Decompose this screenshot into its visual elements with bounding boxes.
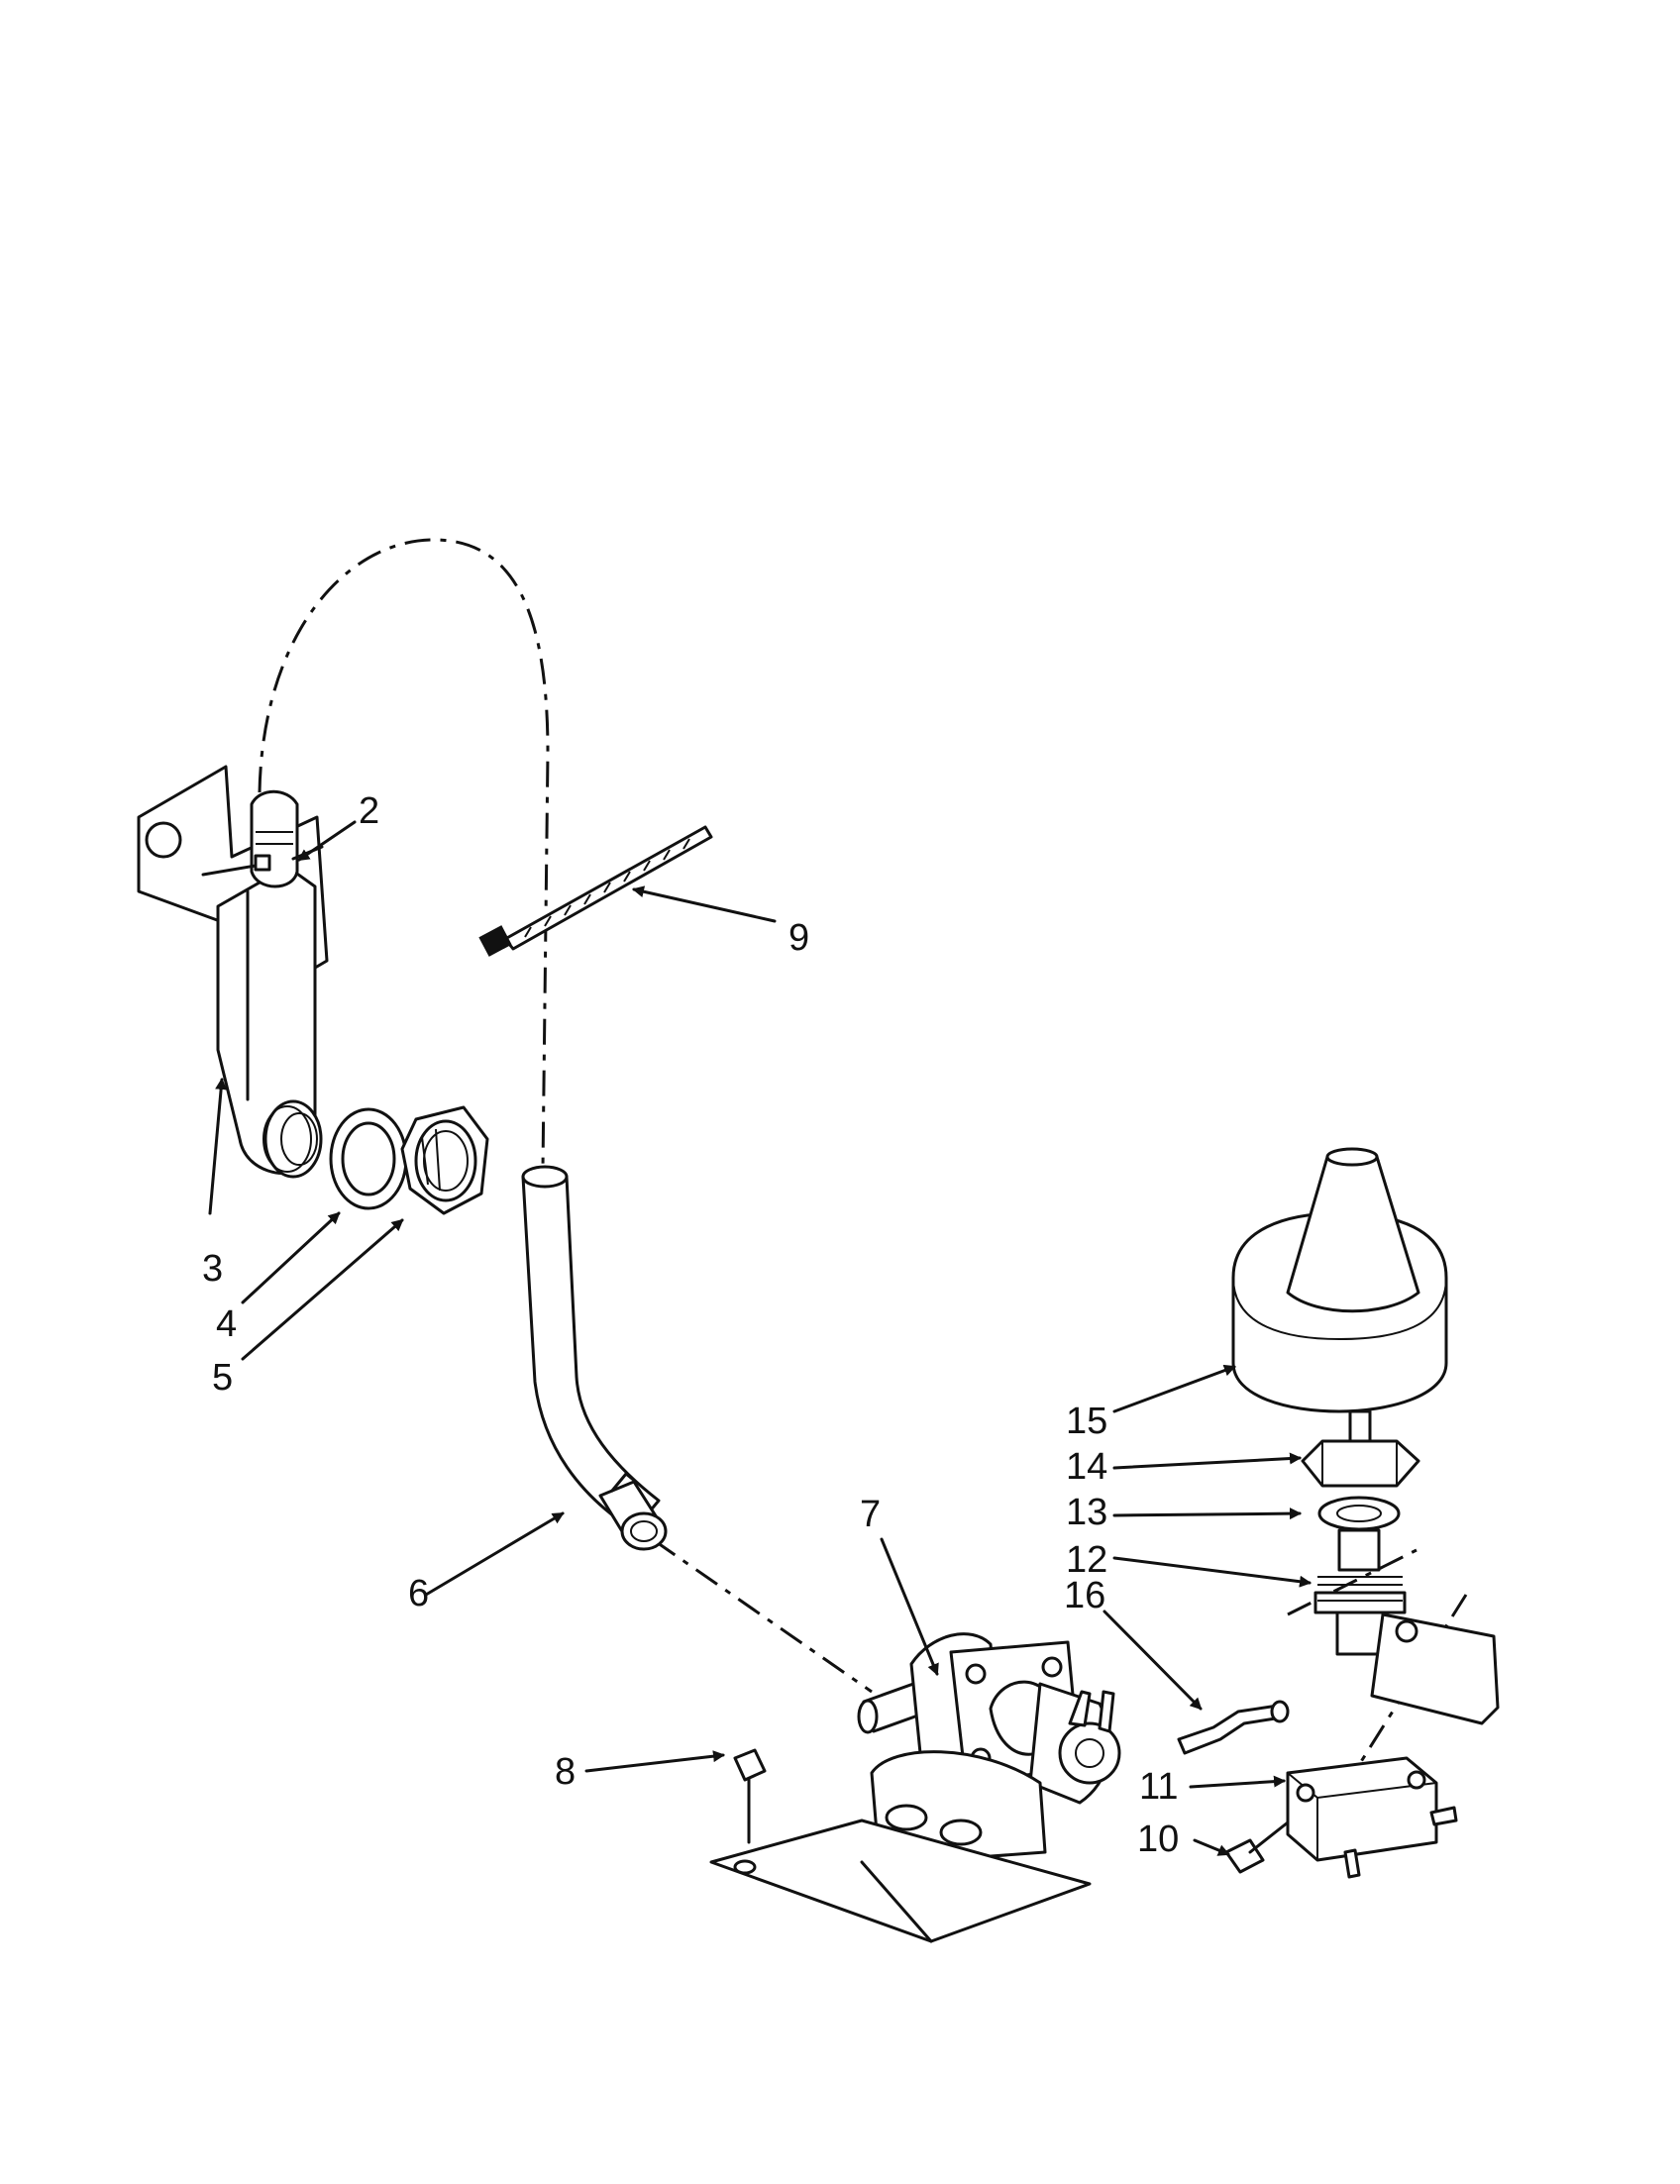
hex-nut [400, 1105, 489, 1215]
switch-link-dashed-2 [1355, 1594, 1468, 1769]
callout-7: 7 [860, 1494, 882, 1535]
actuator-link [1177, 1700, 1290, 1755]
leader-lines [208, 820, 1312, 1856]
callout-10: 10 [1137, 1819, 1180, 1860]
callout-9: 9 [788, 917, 810, 959]
callout-2: 2 [359, 790, 380, 832]
callout-16: 16 [1064, 1575, 1106, 1616]
micro-switch [1286, 1756, 1458, 1879]
callout-3: 3 [202, 1248, 224, 1290]
fill-funnel-bracket [137, 765, 329, 1176]
water-inlet-valve [709, 1632, 1121, 1943]
float-cone [1231, 1147, 1448, 1413]
callout-4: 4 [216, 1303, 238, 1345]
mounting-screw [733, 1748, 767, 1844]
callout-15: 15 [1066, 1401, 1108, 1442]
float-stem-assembly [1301, 1409, 1420, 1656]
callout-12: 12 [1066, 1539, 1108, 1581]
switch-bracket [1370, 1612, 1500, 1725]
callout-6: 6 [408, 1573, 430, 1614]
fill-funnel-outlet-rings [262, 1099, 323, 1179]
hose-to-valve-dashed [653, 1538, 873, 1694]
callout-14: 14 [1066, 1446, 1108, 1488]
switch-link-dashed [1287, 1548, 1418, 1616]
gasket-ring [329, 1107, 408, 1210]
fill-hose [521, 1165, 668, 1551]
cable-tie [478, 825, 713, 957]
callout-8: 8 [555, 1751, 577, 1793]
callout-11: 11 [1139, 1766, 1179, 1808]
callout-5: 5 [212, 1357, 234, 1399]
callout-13: 13 [1066, 1492, 1108, 1533]
switch-screw [1224, 1820, 1290, 1874]
